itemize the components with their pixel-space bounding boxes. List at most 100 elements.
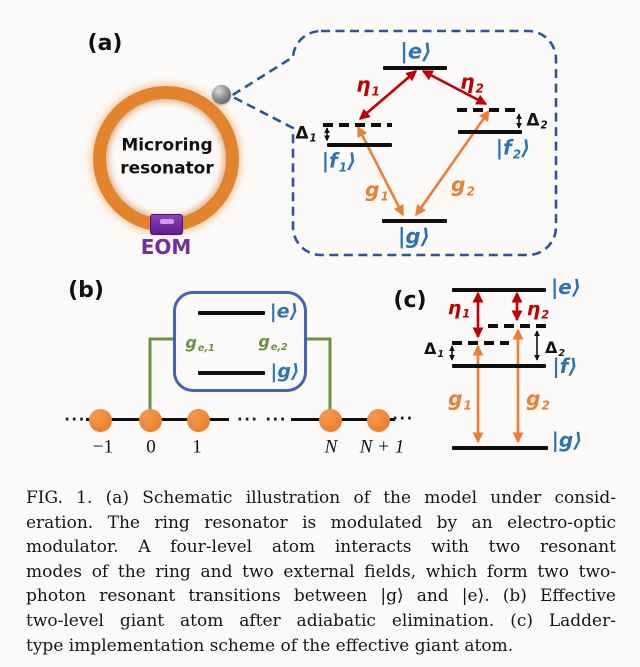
site-label-0: 0 [146,436,156,458]
caption-line: modulator. A four-level atom interacts w… [26,537,616,558]
two-level-atom-box [173,291,307,392]
level-f1-line [327,143,392,147]
ge2-sub: e,2 [270,341,288,353]
delta1-sub: 1 [309,133,317,145]
panel-a-label: (a) [87,31,123,56]
chain-dots-mid: ··· ··· [237,410,287,429]
delta2-label: Δ2 [526,112,547,131]
state-g-label-c: |g⟩ [551,428,583,452]
delta1-label: Δ1 [295,125,316,144]
eta1-sub: 1 [371,84,380,99]
eta2-label-c: η2 [526,298,550,322]
level-f2-virtual-line [457,108,521,112]
level-g-line-c [452,446,548,450]
state-e-label-b: |e⟩ [269,300,299,323]
site-label-minus1: −1 [92,436,114,458]
level-f2-line [458,130,522,134]
eta2-label: η2 [460,72,484,95]
g2-base: g [451,172,466,197]
g1-label-c: g1 [448,389,472,412]
level-e-line [383,66,447,70]
g2-sub: 2 [466,184,475,199]
f1-sub: 1 [338,160,348,175]
site-label-N: N [324,436,338,458]
eom-bar-icon [160,219,174,224]
state-f-label-c: |f⟩ [552,354,578,378]
site-minus1 [88,408,112,432]
site-label-1: 1 [192,436,202,458]
chain-dots-right: ··· [392,409,414,428]
g2-base-c: g [526,386,541,411]
level-f1-virtual-line [323,123,392,127]
chain-dots-left: ··· [64,410,86,429]
delta1-base-c: Δ [423,338,437,358]
g2-arrow [414,109,491,217]
level-e-line-b [198,311,265,315]
level-g-line-b [198,371,265,375]
f2-ket: ⟩ [521,135,531,160]
eta1-label-c: η1 [447,297,471,321]
state-f1-label: |f1⟩ [322,151,357,174]
state-g-label: |g⟩ [397,224,431,249]
g2-label: g2 [451,175,475,198]
ge1-label: ge,1 [185,332,214,353]
caption-line: eration. The ring resonator is modulated… [26,512,616,533]
eta2-sub-c: 2 [541,308,550,322]
level-e-line-c [452,288,546,292]
coupling-leg-siteN [306,337,332,417]
state-g-label-b: |g⟩ [270,360,300,383]
level-g-line [382,219,447,223]
caption-line: FIG. 1. (a) Schematic illustration of th… [26,488,616,508]
delta1-base: Δ [295,123,309,144]
eta1-label: η1 [356,75,380,98]
caption-line: two-level giant atom after adiabatic eli… [26,610,616,631]
delta2-base: Δ [526,110,540,131]
site-0 [138,408,162,432]
ge2-label: ge,2 [258,331,288,353]
eta1-base-c: η [447,297,462,320]
f1-ket: ⟩ [347,148,357,173]
delta2-label-c: Δ2 [544,337,566,359]
ge2-base: g [258,331,270,351]
figure-caption: FIG. 1. (a) Schematic illustration of th… [26,486,616,658]
delta2-sub: 2 [540,120,548,132]
eta1-base: η [356,72,371,97]
caption-line: modes of the ring and two external field… [26,561,616,582]
virtual-line-2-c [488,324,547,328]
delta1-sub-c: 1 [437,348,445,360]
site-label-N1: N + 1 [359,436,405,458]
delta1-label-c: Δ1 [423,338,445,360]
f2-sub: 2 [512,147,522,162]
level-f-line-c [452,364,546,368]
state-e-label: |e⟩ [400,39,432,64]
atom-sphere-icon [212,85,231,104]
chain-line-right [291,418,395,422]
g2-label-c: g2 [526,389,550,412]
eta2-sub: 2 [475,81,484,96]
ring-text-line2: resonator [120,158,214,179]
state-e-label-c: |e⟩ [550,275,582,299]
g1-base-c: g [448,386,463,411]
panel-c-label: (c) [393,288,427,313]
g1-label: g1 [365,180,389,203]
delta2-base-c: Δ [544,337,558,357]
eta2-base-c: η [526,298,541,321]
eta1-sub-c: 1 [462,307,471,321]
g1-sub-c: 1 [463,398,472,413]
eta2-base: η [460,69,475,94]
ge1-base: g [185,332,197,352]
site-N1 [366,408,390,432]
caption-line: photon resonant transitions between |g⟩ … [26,586,616,607]
virtual-line-1-c [452,341,509,345]
g2-sub-c: 2 [541,398,550,413]
coupling-leg-site0 [148,337,175,417]
eom-icon [150,214,183,235]
ring-text-line1: Microring [121,135,213,156]
g1-base: g [365,177,380,202]
f1-base: |f [321,148,338,173]
delta2-sub-c: 2 [558,347,566,359]
state-f2-label: |f2⟩ [496,138,531,161]
site-1 [186,408,210,432]
eom-label: EOM [140,235,192,259]
